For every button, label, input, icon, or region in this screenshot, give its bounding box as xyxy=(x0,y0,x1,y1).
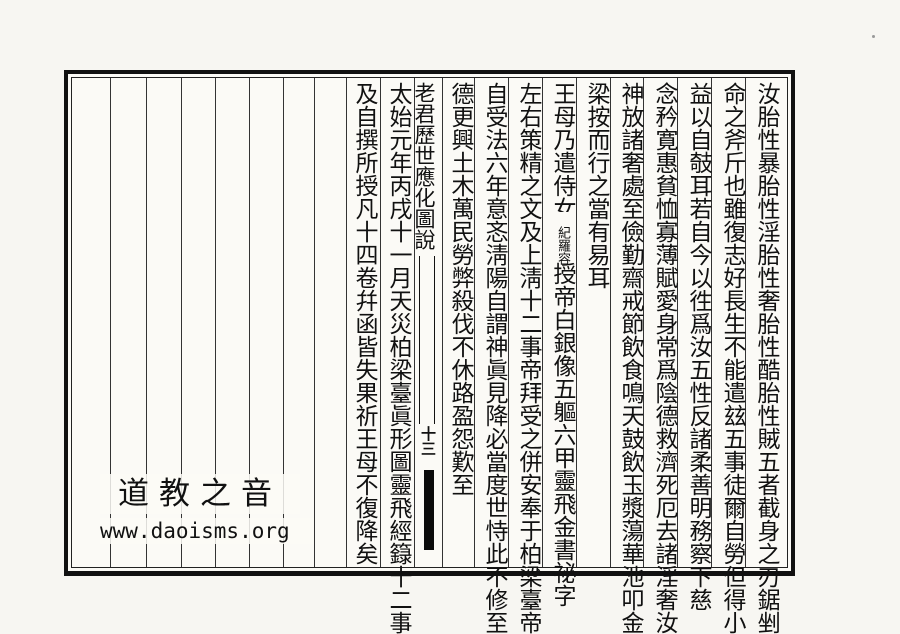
column-rule xyxy=(474,78,475,567)
column-rule xyxy=(442,78,443,567)
column-rule xyxy=(249,78,250,567)
text-column: 太始元年丙戌十一月天災柏梁臺眞形圖靈飛經籙十二事 xyxy=(385,82,411,634)
column-rule xyxy=(745,78,746,567)
column-rule xyxy=(643,78,644,567)
column-rule xyxy=(215,78,216,567)
page-inner-frame xyxy=(71,77,788,568)
text-column: 益以自攲耳若自今以徃爲汝五性反諸柔善明務察下慈 xyxy=(685,82,711,611)
scan-speck xyxy=(872,35,875,38)
column-rule xyxy=(677,78,678,567)
text-column: 授帝白銀像五軀六甲靈飛金書祕字 xyxy=(549,262,575,607)
text-column: 梁按而行之當有易耳 xyxy=(583,82,609,289)
column-rule xyxy=(181,78,182,567)
interlinear-note: 紀羅容 xyxy=(555,226,570,265)
fishtail-band xyxy=(419,256,435,424)
watermark-title: 道教之音 xyxy=(100,474,300,514)
column-rule xyxy=(283,78,284,567)
text-column: 命之斧斤也雖復志好長生不能遣玆五事徒爾自勞但得小 xyxy=(719,82,745,634)
text-column: 神放諸奢處至儉勤齋戒節飲食鳴天鼓飲玉漿蕩華池叩金 xyxy=(617,82,643,634)
text-column: 自受法六年意忞淸陽自謂神眞見降必當度世恃此不修至 xyxy=(481,82,507,634)
text-column: 汝胎性暴胎性淫胎性奢胎性酷胎性賊五者截身之刃鋸剉 xyxy=(753,82,779,634)
column-rule xyxy=(346,78,347,567)
watermark-url: www.daoisms.org xyxy=(100,518,314,544)
text-column: 左右策精之文及上淸十二事帝拜受之併安奉于柏梁臺帝 xyxy=(515,82,541,634)
text-column: 王母乃遣侍女 xyxy=(549,82,575,212)
text-column: 德更興土木萬民勞弊殺伐不休路盈怨歎至 xyxy=(447,82,473,496)
column-rule xyxy=(314,78,315,567)
block-heading: 老君歷世應化圖說 xyxy=(412,82,436,250)
text-column: 及自撰所授凡十四卷幷函皆失果祈王母不復降矣 xyxy=(351,82,377,565)
column-rule xyxy=(414,78,415,567)
column-rule xyxy=(110,78,111,567)
column-rule xyxy=(508,78,509,567)
column-rule xyxy=(146,78,147,567)
fishtail-mark xyxy=(424,470,434,550)
column-rule xyxy=(610,78,611,567)
page-number: 十三 xyxy=(419,426,437,456)
column-rule xyxy=(380,78,381,567)
column-rule xyxy=(711,78,712,567)
column-rule xyxy=(576,78,577,567)
text-column: 念矜寛惠貧恤寡薄賦愛身常爲陰德救濟死厄去諸淫奢汝 xyxy=(651,82,677,634)
column-rule xyxy=(542,78,543,567)
